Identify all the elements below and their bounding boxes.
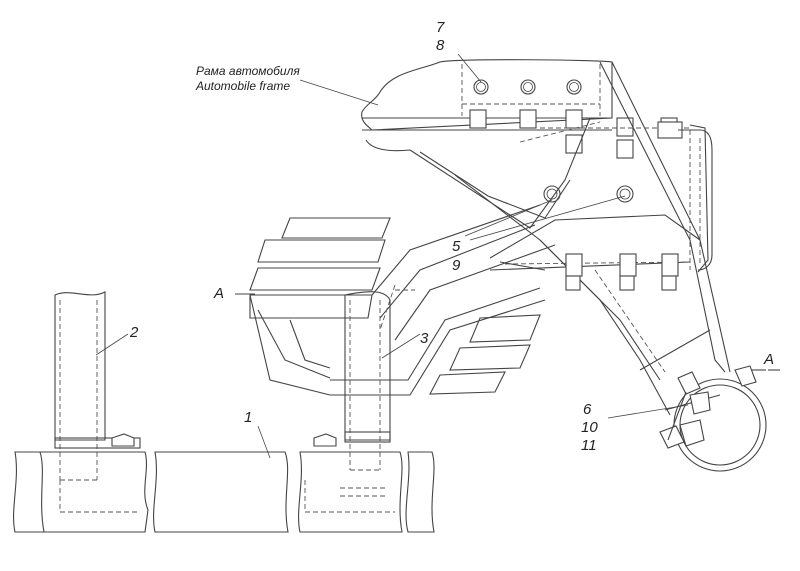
pipe-clamp xyxy=(659,365,767,472)
post-2 xyxy=(54,291,141,481)
label-frame-en: Automobile frame xyxy=(195,79,290,93)
u-bolt xyxy=(657,121,713,271)
callout-6: 6 xyxy=(583,401,592,418)
callout-7: 7 xyxy=(436,19,445,36)
callout-11: 11 xyxy=(581,437,597,454)
callout-10: 10 xyxy=(581,419,598,436)
callout-2: 2 xyxy=(129,324,139,341)
callout-3: 3 xyxy=(420,330,429,347)
frame-bolts-top xyxy=(473,79,582,95)
section-mark-a-left: A xyxy=(213,285,224,302)
post-3 xyxy=(313,291,391,471)
leader-lines xyxy=(95,53,780,459)
callout-1: 1 xyxy=(244,409,252,426)
bracket-bolts xyxy=(543,185,679,291)
battery-box-view xyxy=(249,204,556,396)
callout-5: 5 xyxy=(452,238,461,255)
automobile-frame xyxy=(361,59,613,152)
section-mark-a-right: A xyxy=(763,351,774,368)
callout-8: 8 xyxy=(436,37,445,54)
cross-member-1 xyxy=(13,451,435,533)
label-frame-ru: Рама автомобиля xyxy=(196,64,300,78)
callout-9: 9 xyxy=(452,257,461,274)
